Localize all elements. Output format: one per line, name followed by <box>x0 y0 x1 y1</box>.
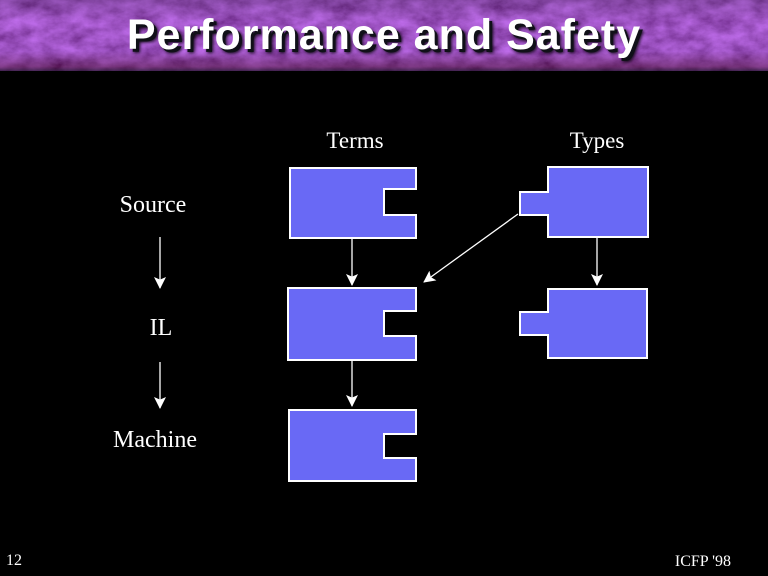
pieces-layer <box>287 166 649 482</box>
purple-texture <box>0 0 768 71</box>
slide-title: Performance and Safety <box>126 11 642 59</box>
arrows-layer <box>154 213 603 409</box>
types-il-piece <box>519 288 648 359</box>
row-label-source: Source <box>119 192 187 218</box>
terms-source-piece <box>289 167 417 239</box>
arrow-types-source-to-terms-il <box>423 213 519 283</box>
row-label-il: IL <box>149 315 173 341</box>
page-number: 12 <box>6 552 22 569</box>
footer-conference: ICFP '98 <box>674 553 731 570</box>
column-header-terms: Terms <box>326 128 384 153</box>
terms-il-piece <box>287 287 417 361</box>
column-header-types: Types <box>569 128 625 153</box>
terms-machine-piece <box>288 409 417 482</box>
types-source-piece <box>519 166 649 238</box>
title-band: Performance and Safety <box>0 0 768 71</box>
row-label-machine: Machine <box>113 427 197 453</box>
